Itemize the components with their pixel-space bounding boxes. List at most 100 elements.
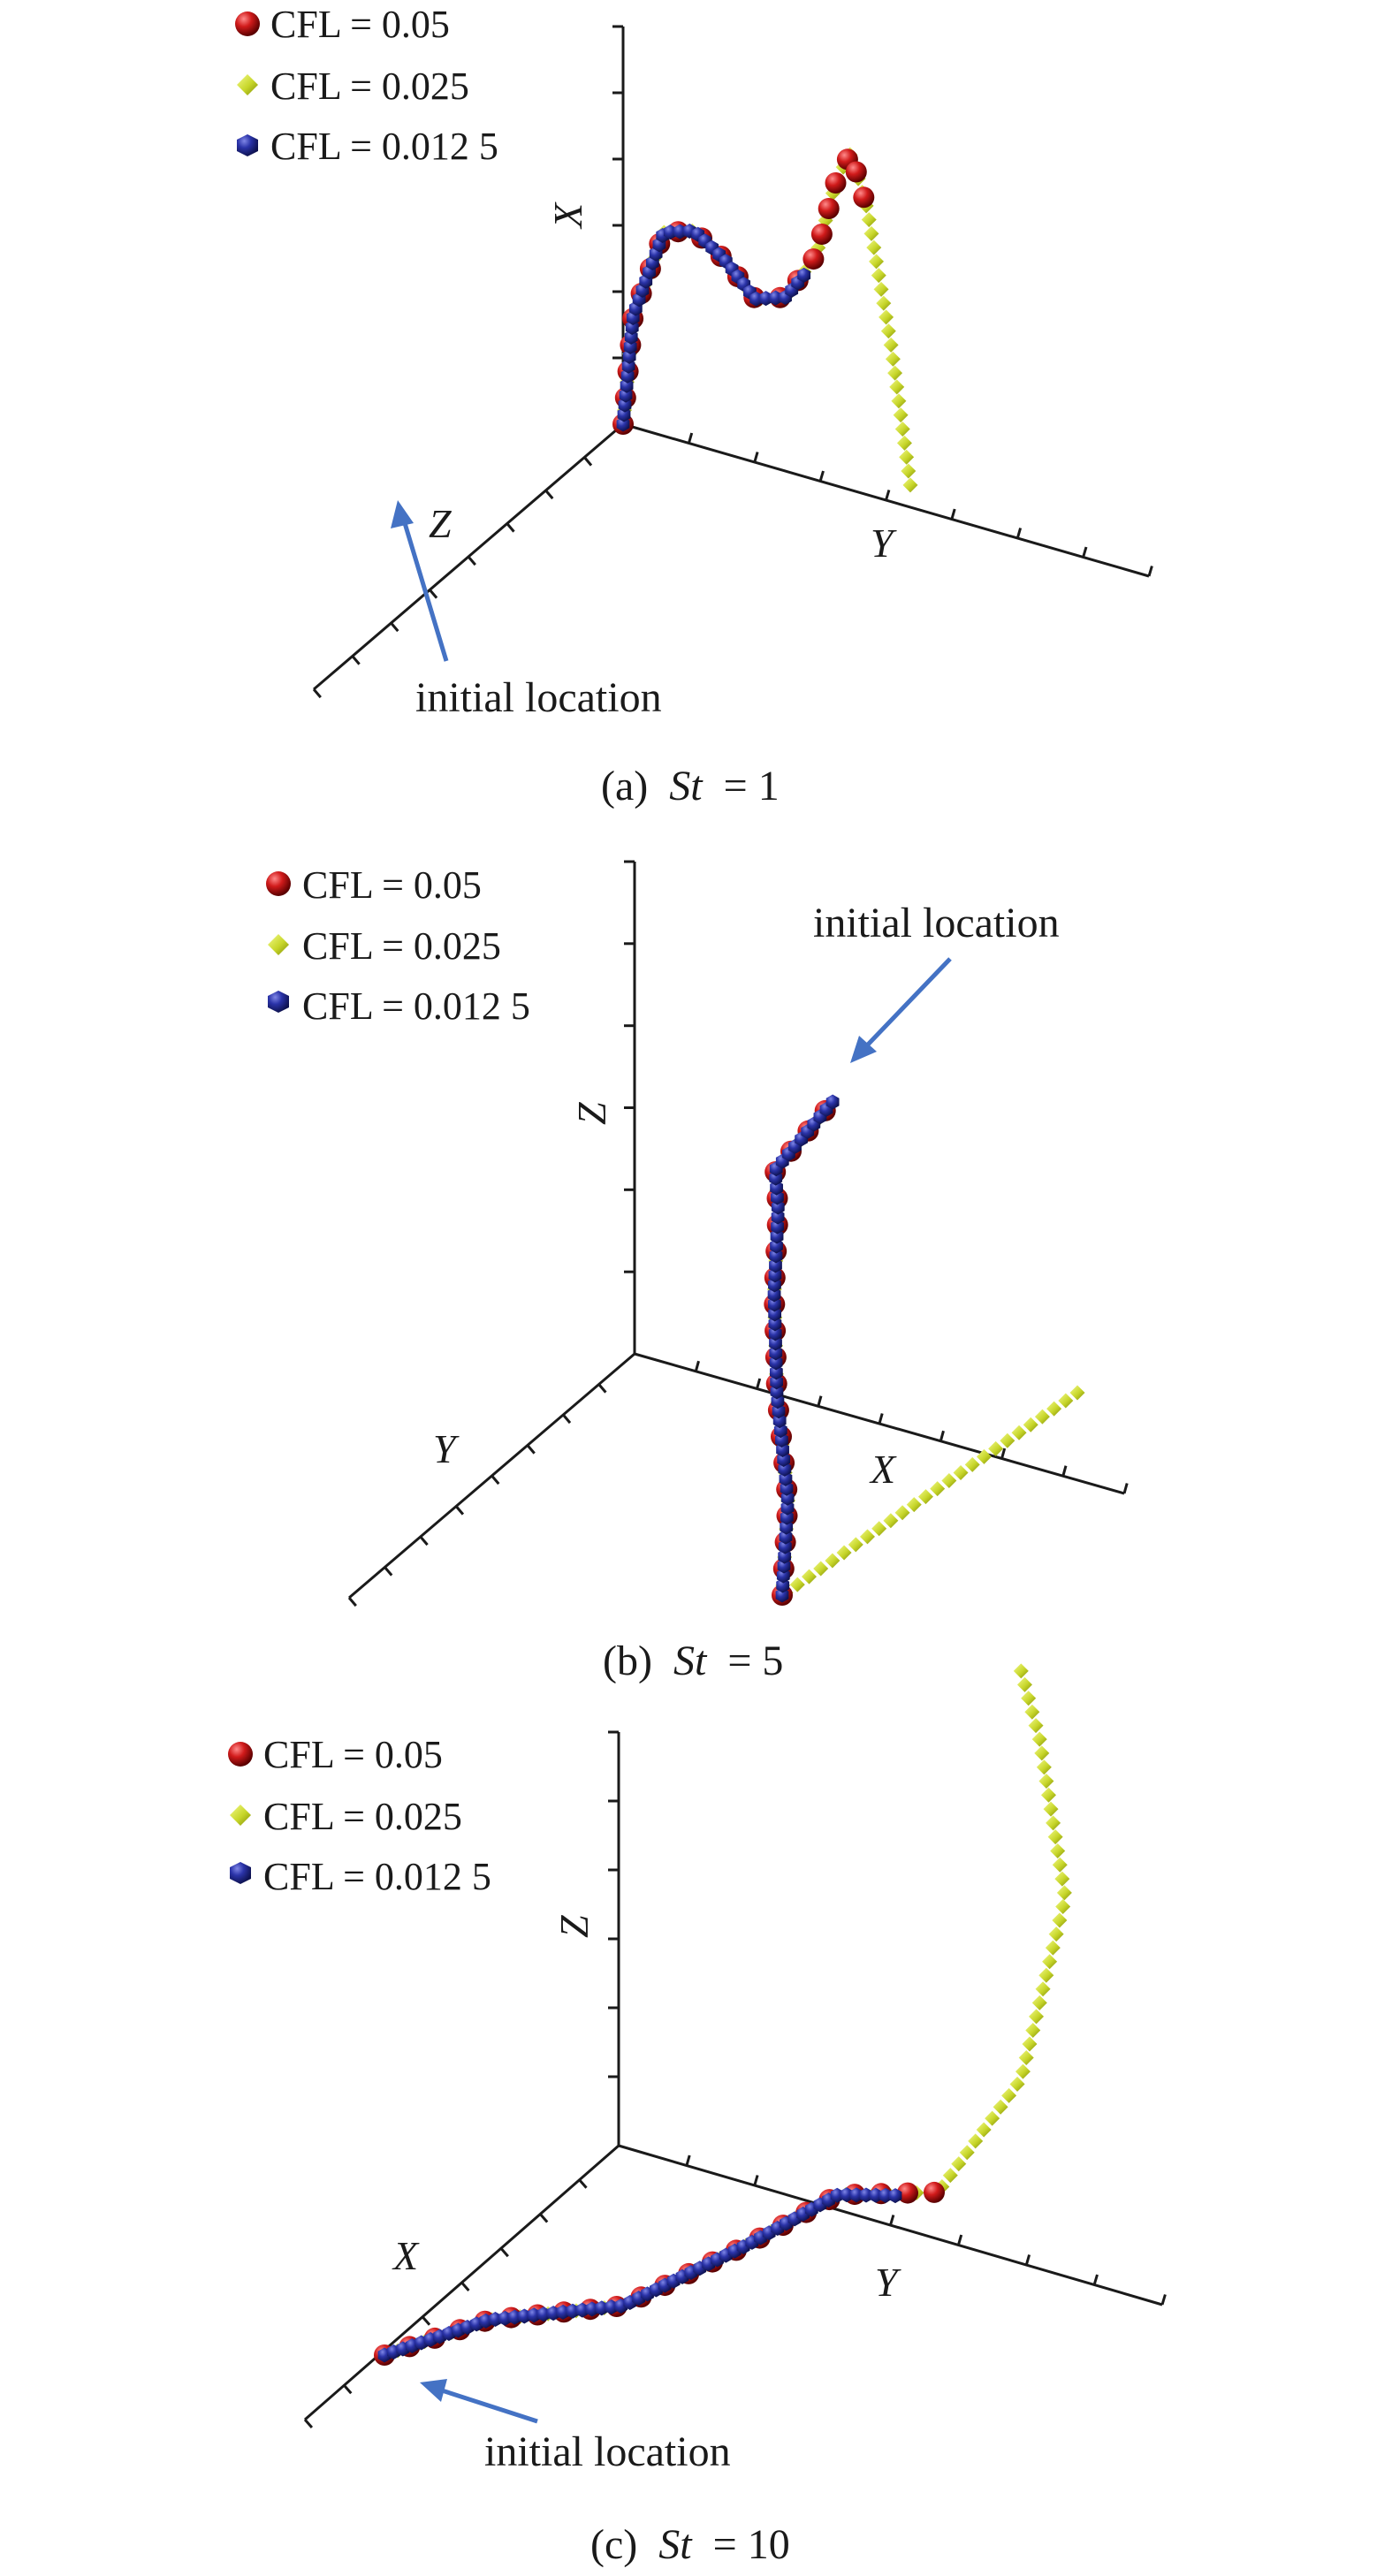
axis-tick (562, 1414, 572, 1425)
marker-yellow-diamond (1052, 1857, 1068, 1873)
marker-yellow-diamond (825, 1553, 841, 1569)
marker-yellow-diamond (885, 351, 901, 367)
axis-tick (526, 1444, 536, 1455)
axis-tick (539, 2213, 549, 2223)
axis-tick (1000, 1448, 1007, 1459)
arrow-head (850, 1036, 877, 1063)
legend-entry-cfl-005: CFL = 0.05 (263, 1733, 443, 1776)
marker-yellow-diamond (917, 1489, 933, 1505)
marker-yellow-diamond (906, 1497, 922, 1513)
marker-yellow-diamond (880, 323, 896, 339)
marker-yellow-diamond (1046, 1401, 1062, 1417)
series-cfl-005 (374, 2181, 945, 2366)
marker-yellow-diamond (789, 1577, 805, 1592)
axis-tick (756, 1378, 762, 1389)
marker-blue-hexagon (768, 1326, 782, 1341)
subtitle-b: (b) St = 5 (603, 1638, 783, 1684)
marker-yellow-diamond (930, 1481, 946, 1497)
axis-label-z: Z (551, 1915, 597, 1938)
axis-tick (460, 2282, 470, 2291)
series-cfl-0025 (766, 1102, 1085, 1600)
axis-label-x: X (869, 1447, 897, 1492)
marker-blue-hexagon (770, 1374, 784, 1390)
marker-blue-hexagon (797, 267, 811, 283)
subtitle-c-value: = 10 (713, 2521, 790, 2568)
axis-tick (506, 522, 515, 533)
axis-tick (878, 1413, 884, 1425)
axis-tick (544, 490, 554, 500)
marker-yellow-diamond (1018, 2050, 1034, 2066)
legend-marker-blue-hexagon (237, 134, 258, 156)
axis-tick (1024, 2254, 1031, 2266)
marker-yellow-diamond (1046, 1815, 1061, 1831)
marker-blue-hexagon (771, 1219, 784, 1235)
series-cfl-00125 (767, 1094, 840, 1603)
marker-yellow-diamond (879, 309, 894, 325)
marker-yellow-diamond (883, 1513, 899, 1529)
axis-label-y: Y (875, 2260, 901, 2305)
axis-tick (1122, 1483, 1129, 1494)
annotation-b: initial location (813, 900, 1060, 1063)
subtitle-a: (a) St = 1 (601, 763, 780, 809)
axis-tick (578, 2178, 588, 2189)
subtitle-c-var: St (658, 2521, 693, 2568)
annotation-c: initial location (420, 2379, 731, 2475)
marker-yellow-diamond (1058, 1393, 1074, 1409)
marker-yellow-diamond (1015, 2063, 1031, 2079)
axes-b (347, 860, 1129, 1607)
series-cfl-00125 (616, 224, 811, 432)
marker-yellow-diamond (1016, 1676, 1032, 1692)
marker-yellow-diamond (871, 1521, 887, 1537)
axis-tick (1061, 1465, 1068, 1477)
axis-tick (421, 2315, 431, 2326)
legend-marker-yellow-diamond (237, 74, 258, 95)
marker-yellow-diamond (1056, 1885, 1072, 1901)
legend-marker-blue-hexagon (268, 991, 289, 1013)
marker-yellow-diamond (1069, 1385, 1085, 1401)
marker-yellow-diamond (1022, 2036, 1038, 2052)
marker-blue-hexagon (771, 1209, 785, 1225)
marker-blue-hexagon (767, 1287, 781, 1303)
marker-yellow-diamond (1052, 1912, 1068, 1928)
marker-blue-hexagon (769, 1248, 783, 1264)
marker-yellow-diamond (1038, 1774, 1054, 1790)
marker-yellow-diamond (1034, 1409, 1050, 1425)
legend-marker-red-sphere (228, 1742, 253, 1767)
axis-label-y: Y (433, 1426, 460, 1471)
axis-tick (817, 1395, 823, 1407)
marker-yellow-diamond (976, 2122, 992, 2138)
marker-yellow-diamond (887, 365, 903, 381)
marker-yellow-diamond (968, 2133, 984, 2149)
marker-yellow-diamond (873, 281, 889, 297)
axes-c (303, 1730, 1167, 2428)
marker-blue-hexagon (768, 1267, 782, 1283)
marker-yellow-diamond (1042, 1954, 1058, 1970)
axis-label-x: X (545, 201, 590, 230)
marker-blue-hexagon (780, 1500, 795, 1516)
panel-b: Z X Y CFL = 0.05 CFL = 0.025 CFL = 0.012… (266, 860, 1129, 1684)
marker-red-sphere (818, 198, 840, 219)
axis-tick (312, 688, 322, 699)
legend-marker-red-sphere (266, 871, 291, 896)
subtitle-c: (c) St = 10 (590, 2521, 790, 2568)
marker-blue-hexagon (768, 1277, 781, 1293)
axis-tick (347, 1597, 357, 1607)
marker-yellow-diamond (1028, 1718, 1044, 1734)
marker-yellow-diamond (863, 225, 879, 241)
subtitle-a-value: = 1 (724, 763, 780, 809)
subtitle-b-value: = 5 (727, 1638, 783, 1684)
annotation-a: initial location (391, 500, 662, 721)
marker-red-sphere (802, 248, 825, 270)
marker-yellow-diamond (942, 2168, 958, 2184)
legend-marker-yellow-diamond (230, 1805, 251, 1826)
marker-blue-hexagon (770, 1384, 784, 1400)
axis-tick (454, 1505, 465, 1516)
marker-yellow-diamond (866, 239, 882, 255)
marker-yellow-diamond (993, 2099, 1008, 2115)
series-cfl-00125 (377, 2187, 902, 2363)
marker-yellow-diamond (894, 421, 910, 437)
axis-tick (384, 1566, 393, 1577)
annotation-initial-location: initial location (813, 900, 1060, 946)
marker-yellow-diamond (1011, 1425, 1027, 1440)
axis-tick (950, 508, 956, 520)
